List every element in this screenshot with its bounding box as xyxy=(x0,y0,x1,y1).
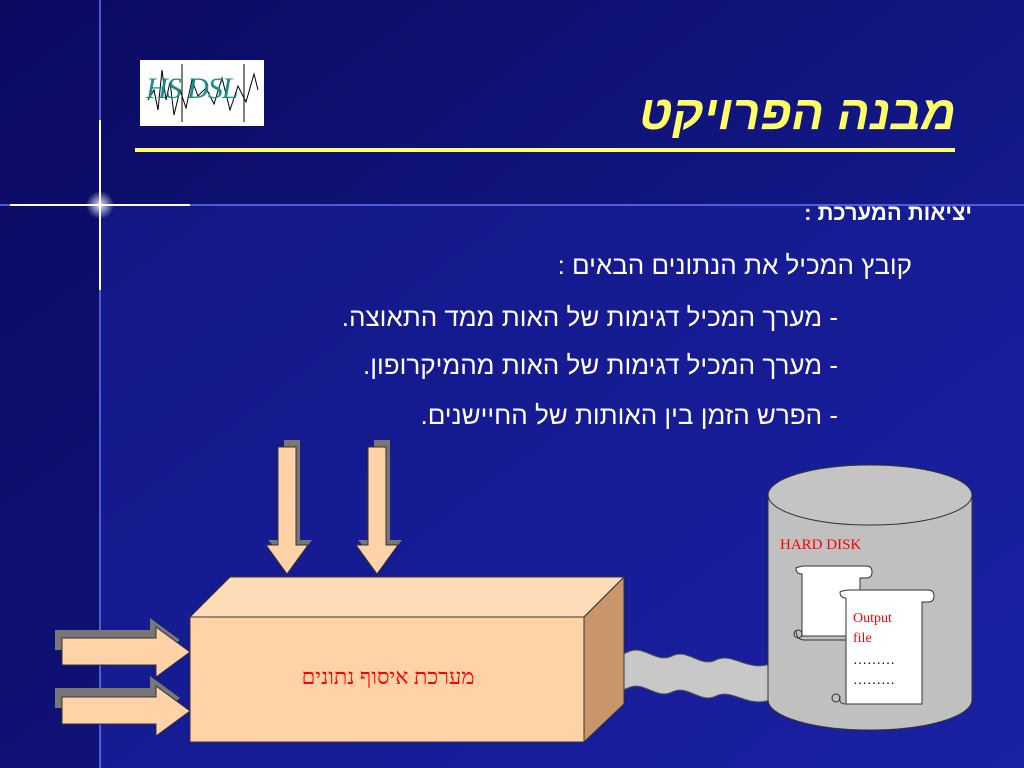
section-heading: יציאות המערכת : xyxy=(804,200,972,225)
output-file-line: Output xyxy=(853,611,892,626)
right-arrow-icon xyxy=(55,618,191,678)
logo-text: HS DSL xyxy=(146,72,239,105)
logo: HS DSL xyxy=(140,60,264,126)
output-file-line: ……… xyxy=(853,673,895,688)
box-label: מערכת איסוף נתונים xyxy=(302,664,475,689)
down-arrow-icon xyxy=(355,440,402,575)
intro-line: קובץ המכיל את הנתונים הבאים : xyxy=(557,250,912,280)
output-file-line: file xyxy=(853,631,872,646)
title-underline xyxy=(135,148,955,152)
bullet-item: - מערך המכיל דגימות של האות מהמיקרופון. xyxy=(363,350,838,380)
signal-waveform-icon xyxy=(147,64,259,122)
data-acquisition-box: מערכת איסוף נתונים xyxy=(188,575,626,744)
right-arrow-icon xyxy=(55,676,191,737)
output-file-line: ……… xyxy=(853,653,895,668)
down-arrow-icon xyxy=(265,440,312,575)
bullet-item: - הפרש הזמן בין האותות של החיישנים. xyxy=(420,400,838,430)
disk-label: HARD DISK xyxy=(780,537,861,553)
page-title: מבנה הפרויקט xyxy=(639,87,956,140)
bullet-item: - מערך המכיל דגימות של האות ממד התאוצה. xyxy=(341,302,838,332)
output-file-icon: Output file ……… ……… xyxy=(793,589,935,705)
star-flare-icon xyxy=(10,120,190,290)
